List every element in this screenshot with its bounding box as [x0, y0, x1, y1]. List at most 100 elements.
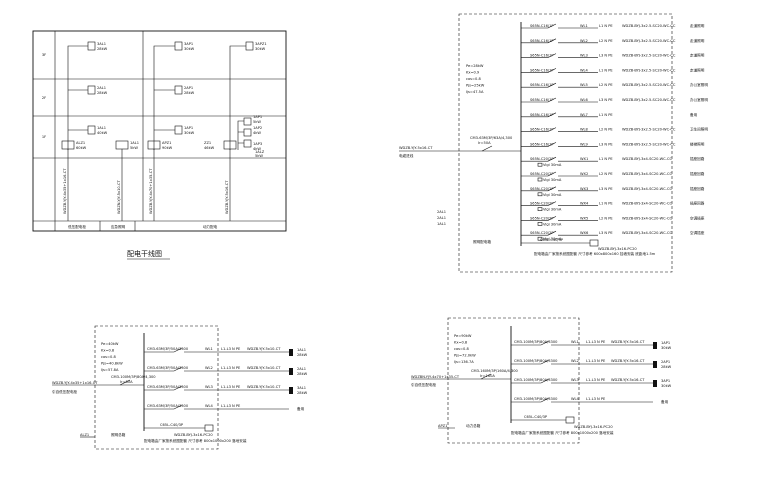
branch-breaker: CM3-100M/3P/80A/3300 — [514, 340, 558, 344]
branch-circuit-line — [521, 97, 598, 103]
load-box-symbol — [289, 368, 293, 375]
branch-breaker: CM3-63M/3P/50A/3300 — [147, 404, 189, 408]
circuit-id: WL2 — [580, 39, 588, 43]
load-box-name: 2AL1 — [297, 367, 306, 371]
box-load: 46kW — [204, 146, 215, 150]
circuit-id: WL1 — [580, 24, 588, 28]
box-load: 30kW — [255, 47, 266, 51]
panel-boundary — [458, 13, 673, 273]
branch-breaker: CM3-100M/3P/80A/3300 — [514, 397, 558, 401]
rcd-symbol — [537, 177, 543, 182]
branch-circuit-line — [521, 82, 598, 88]
main-breaker-symbol — [480, 373, 492, 380]
main-breaker: CM3-160M/3P/160A/4,300 — [471, 369, 519, 373]
branch-breaker: S65N-C16/1P — [530, 113, 554, 117]
branch-circuit-line — [521, 38, 598, 44]
spd-cable: WDZB-BYJ-3x16-PC20 — [598, 247, 637, 251]
spd-cable: WDZB-BYJ-3x16-PC20 — [174, 433, 213, 437]
riser-cable — [153, 45, 175, 150]
load-value: 28kW — [661, 365, 672, 369]
load-box-symbol — [653, 342, 657, 349]
riser-frame — [32, 30, 287, 232]
box-load: 4kW — [253, 131, 261, 135]
circuit-id: WL4 — [205, 404, 214, 408]
load-box-name: 3AL1 — [297, 386, 306, 390]
load-value: 28kW — [297, 391, 308, 395]
side-label: 1AL1 — [437, 222, 446, 226]
rcd-label: Vigi 30mA — [543, 193, 562, 197]
panel-parameter: cos=0.8 — [454, 347, 469, 351]
branch-circuit-line — [144, 404, 289, 410]
box-name: 3AL1 — [97, 42, 106, 46]
circuit-id: WL8 — [580, 128, 589, 132]
branch-cable: WDZB-BYJ-3x2.5-SC20-WC-CC — [622, 83, 676, 87]
box-name: 3APZ1 — [255, 42, 267, 46]
branch-breaker: S65N-C20/2P — [530, 157, 554, 161]
main-breaker-sub: Ir=50A — [478, 141, 491, 145]
box-load: 30kW — [184, 47, 195, 51]
circuit-id: WL3 — [205, 385, 213, 389]
rcd-label: Vigi 30mA — [543, 178, 562, 182]
circuit-id: WL2 — [205, 366, 213, 370]
panel-note: 配电箱由厂家按系统图配套 尺寸参考 800x1000x200 落地安装 — [511, 430, 614, 435]
box-name: 1AP2 — [253, 126, 262, 130]
branch-breaker: S65N-C16/1P — [530, 24, 554, 28]
rcd-symbol — [537, 236, 543, 241]
load-name: 走道照明 — [690, 53, 705, 58]
vertical-cable-label: WDZB-YJY-4x70+1x35-CT — [149, 168, 153, 214]
branch-circuit-line — [511, 378, 653, 384]
bottom-label: 应急照明 — [111, 224, 126, 229]
spd-cable: WDZB-BYJ-3x16-PC20 — [574, 425, 613, 429]
box-name: 3AP1 — [184, 42, 193, 46]
branch-breaker: S65N-C16/1P — [530, 128, 554, 132]
box-load: 60kW — [76, 146, 87, 150]
spd-label: C65L-C40/3P — [524, 415, 548, 419]
box-load: 40kW — [97, 131, 108, 135]
main-breaker-sub: Ir=160A — [480, 374, 495, 378]
branch-cable: WDZB-BYJ-3x2.5-SC20-WC-CC — [622, 39, 676, 43]
distribution-box — [174, 41, 183, 51]
branch-circuit-line — [521, 112, 598, 118]
load-name: 插座回路 — [690, 171, 705, 176]
panel-parameter: cos=0.8 — [101, 355, 116, 359]
rcd-label: Vigi 30mA — [543, 208, 562, 212]
box-name: 1AP1 — [253, 115, 262, 119]
side-label: 2AL1 — [437, 216, 446, 220]
panel-parameter: Ijs=136.7A — [454, 360, 474, 364]
circuit-id: WX2 — [580, 172, 588, 176]
phase-label: L2 N PE — [599, 172, 613, 176]
box-label: 照明配电箱 — [473, 239, 491, 244]
box-load: 28kW — [97, 91, 108, 95]
branch-breaker: S65N-C16/1P — [530, 142, 554, 146]
branch-circuit-line — [521, 142, 598, 147]
phase-label: L1 N PE — [599, 113, 613, 117]
rcd-symbol — [537, 222, 543, 226]
distribution-box — [174, 85, 183, 95]
distribution-box — [87, 85, 96, 95]
box-load: 30kW — [184, 131, 195, 135]
phase-label: L1 N PE — [599, 157, 613, 161]
circuit-id: WL4 — [580, 68, 589, 72]
branch-cable: WDZB-BYJ-3x2.5-SC20-WC-CC — [622, 142, 676, 146]
phase-label: L3 N PE — [599, 231, 613, 235]
lighting-main-panel-diagram: Pe=40kWKx=0.8cos=0.8Pjs=40.8kWIjs=57.8A … — [52, 325, 308, 450]
bottom-label: 低压配电柜 — [68, 224, 86, 229]
box-name: 2AP1 — [184, 86, 193, 90]
branch-circuit-line — [511, 340, 653, 346]
panel-parameter: Ijs=57.8A — [101, 368, 119, 372]
phase-label: L1-L3 N PE — [586, 340, 606, 344]
main-breaker: CM3-63M/3P/63A/4,300 — [470, 136, 513, 140]
riser-cable — [67, 45, 88, 150]
circuit-id: WL6 — [580, 98, 589, 102]
rcd-label: Vigi 30mA — [543, 163, 562, 167]
load-box-symbol — [653, 361, 657, 368]
panel-parameter: Kx=0.9 — [466, 71, 480, 75]
phase-label: L1-L3 N PE — [221, 385, 241, 389]
spd-symbol — [204, 424, 214, 432]
main-breaker-sub: Ir=80A — [120, 380, 133, 384]
branch-circuit-line — [144, 347, 289, 353]
load-name: 插座回路 — [690, 201, 705, 206]
incoming-cable: WDZB-YJY-4x35+1x16-CT — [52, 381, 98, 385]
